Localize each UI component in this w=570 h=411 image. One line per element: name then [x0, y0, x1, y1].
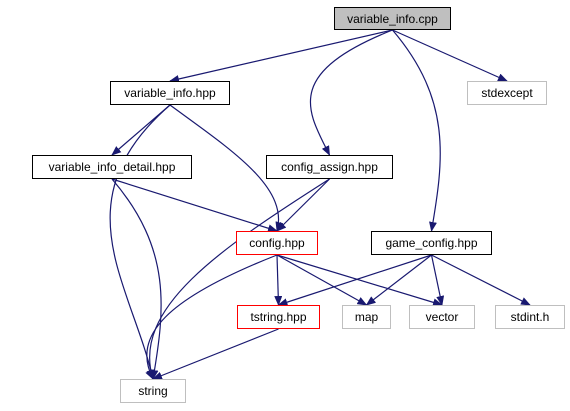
edge-variable_info_hpp-to-string [109, 104, 171, 380]
node-stdint-h[interactable]: stdint.h [495, 305, 565, 329]
edge-layer [109, 29, 531, 380]
edge-variable_info_detail_hpp-to-string [111, 178, 162, 380]
edge-variable_info_cpp-to-game_config_hpp [392, 29, 441, 232]
node-vector[interactable]: vector [409, 305, 475, 329]
edge-config_hpp-to-map [276, 254, 368, 306]
edge-game_config_hpp-to-map [365, 254, 432, 306]
node-variable-info-detail-hpp[interactable]: variable_info_detail.hpp [32, 155, 192, 179]
node-map[interactable]: map [342, 305, 391, 329]
edge-variable_info_cpp-to-variable_info_hpp [169, 29, 393, 83]
node-variable-info-hpp[interactable]: variable_info.hpp [110, 81, 230, 105]
edge-tstring_hpp-to-string [152, 328, 279, 380]
edge-variable_info_cpp-to-config_assign_hpp [309, 29, 393, 156]
edge-config_hpp-to-vector [276, 254, 443, 307]
edge-game_config_hpp-to-vector [430, 254, 445, 306]
edge-config_assign_hpp-to-string [146, 178, 330, 380]
edge-variable_info_detail_hpp-to-config_hpp [111, 178, 278, 233]
node-config-assign-hpp[interactable]: config_assign.hpp [266, 155, 393, 179]
edge-variable_info_hpp-to-config_hpp [169, 104, 284, 232]
edge-config_hpp-to-string [145, 254, 278, 380]
edge-game_config_hpp-to-tstring_hpp [277, 254, 432, 307]
node-tstring-hpp[interactable]: tstring.hpp [237, 305, 320, 329]
edge-config_assign_hpp-to-config_hpp [276, 178, 330, 232]
edge-config_hpp-to-tstring_hpp [274, 254, 283, 306]
node-variable-info-cpp[interactable]: variable_info.cpp [334, 7, 451, 30]
node-stdexcept[interactable]: stdexcept [467, 81, 547, 105]
node-string[interactable]: string [120, 379, 186, 403]
edge-variable_info_cpp-to-stdexcept [392, 29, 508, 82]
edge-game_config_hpp-to-stdint_h [431, 254, 531, 306]
node-config-hpp[interactable]: config.hpp [236, 231, 318, 255]
node-game-config-hpp[interactable]: game_config.hpp [371, 231, 492, 255]
